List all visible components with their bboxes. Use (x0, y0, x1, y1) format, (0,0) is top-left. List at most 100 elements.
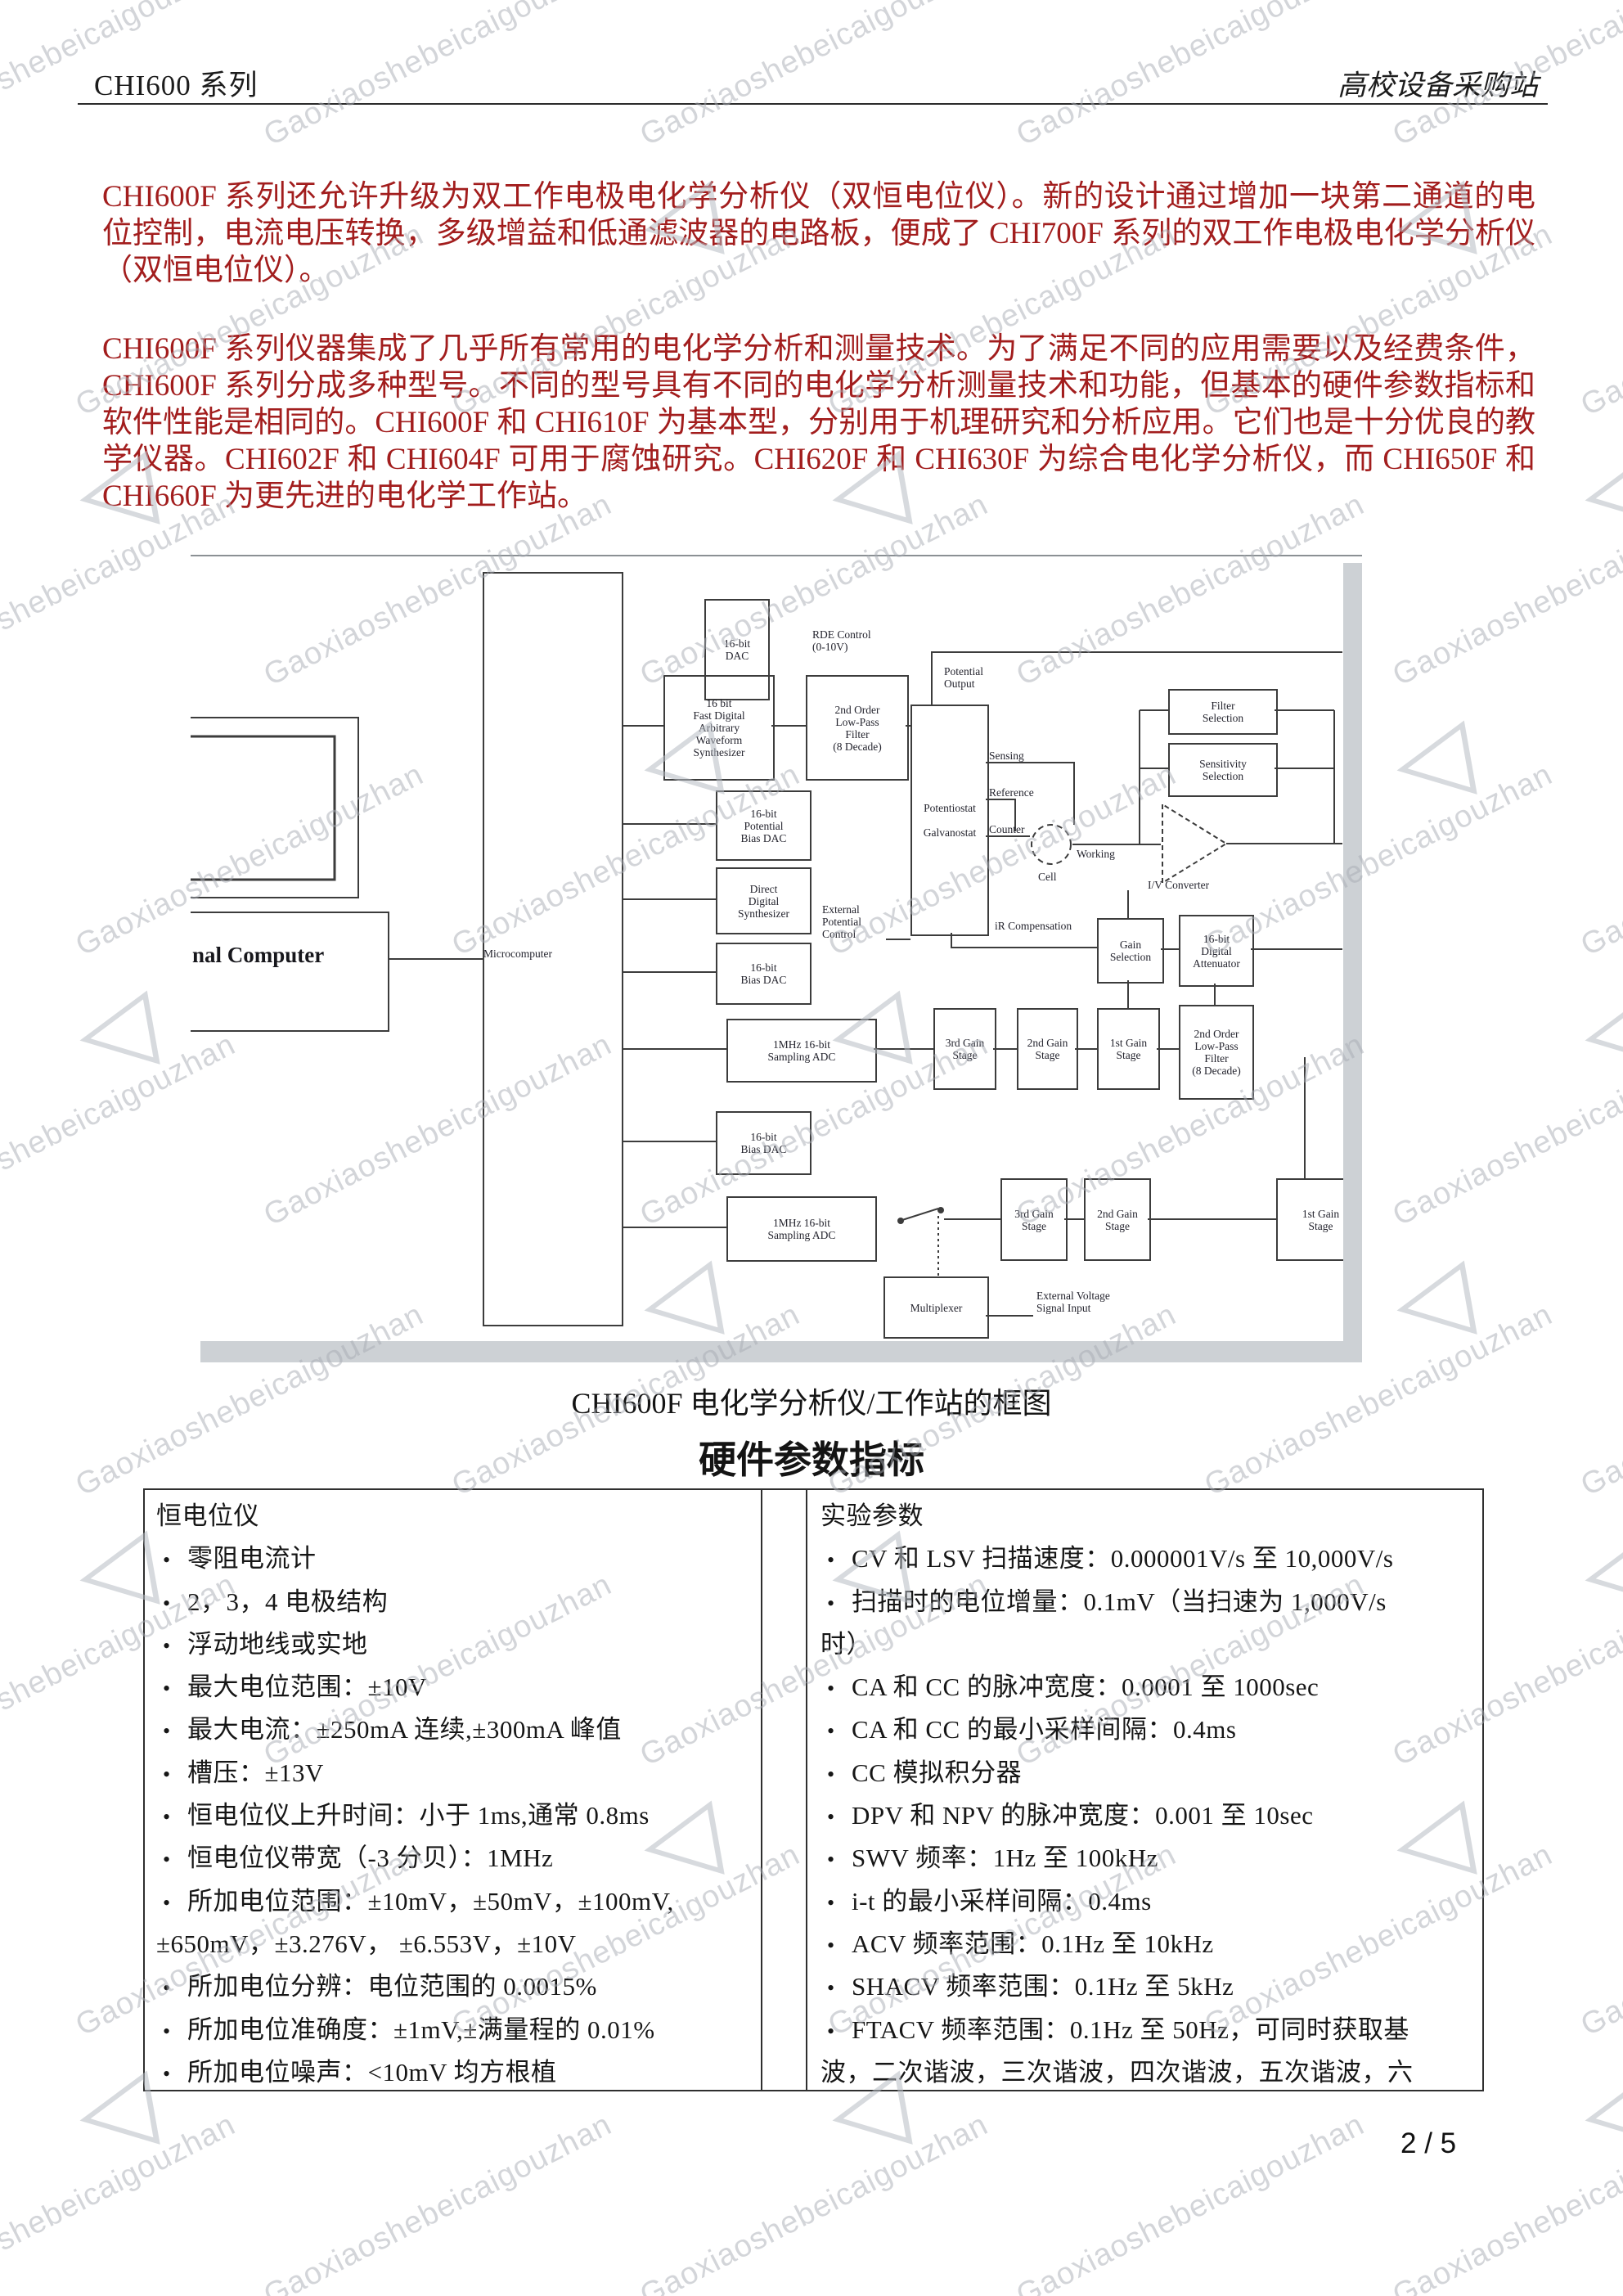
bullet-icon: • (827, 1548, 835, 1573)
watermark-triangle-icon: ◁ (1573, 2044, 1623, 2169)
diagram-text-line: (8 Decade) (833, 740, 882, 753)
diagram-text-line: External (822, 903, 860, 916)
diagram-text-line: Galvanostat (923, 826, 977, 839)
diagram-text-line: Bias DAC (740, 1143, 787, 1155)
bullet-icon: • (827, 1591, 835, 1615)
diagram-text-line: 1st Gain (1302, 1207, 1340, 1220)
watermark-triangle-icon: ◁ (1574, 0, 1623, 9)
watermark-triangle-icon: ◁ (1385, 694, 1480, 819)
table-row: • CA 和 CC 的最小采样间隔：0.4ms (809, 1708, 1481, 1751)
diagram-text-line: Sensitivity (1199, 758, 1247, 770)
table-row: •i-t 的最小采样间隔：0.4ms (809, 1880, 1481, 1923)
table-cell-text: 零阻电流计 (187, 1544, 317, 1573)
diagram-text-line: 16-bit (750, 961, 777, 974)
diagram-label-microcomputer: Microcomputer (483, 948, 552, 960)
table-cell-text: 所加电位范围：±10mV，±50mV，±100mV, (187, 1886, 674, 1916)
table-row: • 所加电位分辨：电位范围的 0.0015% (145, 1965, 761, 2008)
section-title: 硬件参数指标 (699, 1439, 924, 1481)
diagram-text-line: Stage (1308, 1219, 1333, 1232)
bullet-icon: • (163, 1591, 171, 1615)
diagram-text-line: RDE Control (812, 628, 871, 641)
table-cell-text: SHACV 频率范围：0.1Hz 至 5kHz (852, 1972, 1234, 2001)
diagram-text-line: 16-bit (750, 1131, 777, 1143)
bullet-icon: • (827, 1719, 835, 1744)
diagram-text-line: Stage (1105, 1219, 1130, 1232)
table-cell-text: CA 和 CC 的最小采样间隔：0.4ms (852, 1715, 1237, 1745)
hardware-spec-table: 恒电位仪•零阻电流计•2，3，4 电极结构•浮动地线或实地•最大电位范围：±10… (143, 1488, 1484, 2091)
diagram-text-line: Direct (749, 882, 778, 895)
watermark-text: Gaoxiaoshebeicaigouzhan (1575, 757, 1623, 963)
table-row: •SHACV 频率范围：0.1Hz 至 5kHz (809, 1965, 1481, 2008)
watermark-triangle-icon: ◁ (1573, 964, 1623, 1089)
diagram-text-line: 16-bit (750, 807, 777, 820)
diagram-text-line: Synthesizer (693, 746, 745, 759)
bullet-icon: • (163, 1976, 171, 2001)
diagram-text-line: Low-Pass (835, 715, 879, 728)
diagram-text-line: DAC (725, 650, 749, 662)
table-cell-text: DPV 和 NPV 的脉冲宽度：0.001 至 10sec (852, 1801, 1314, 1830)
diagram-text-line: Potential (744, 819, 784, 832)
table-cell-text: 扫描时的电位增量：0.1mV（当扫速为 1,000V/s (852, 1587, 1387, 1616)
diagram-text-line: Selection (1202, 712, 1244, 724)
table-row: •恒电位仪带宽（-3 分贝）：1MHz (145, 1837, 761, 1880)
watermark-text: Gaoxiaoshebeicaigouzhan (1575, 1837, 1623, 2043)
diagram-text-line: Potential (944, 665, 983, 678)
bullet-icon: • (163, 1805, 171, 1830)
diagram-text-line: (8 Decade) (1192, 1065, 1241, 1077)
bullet-icon: • (163, 1762, 171, 1786)
diagram-text-line: Stage (1022, 1219, 1046, 1232)
header-site: 高校设备采购站 (1337, 70, 1538, 101)
diagram-text-line: iR Compensation (995, 920, 1072, 932)
table-cell-text: 所加电位分辨：电位范围的 0.0015% (187, 1972, 597, 2001)
diagram-text-line: Selection (1109, 951, 1152, 963)
diagram-text-line: External Voltage (1036, 1290, 1110, 1302)
table-row: • CV 和 LSV 扫描速度：0.000001V/s 至 10,000V/s (809, 1537, 1481, 1580)
table-row: •CA 和 CC 的脉冲宽度：0.0001 至 1000sec (809, 1666, 1481, 1708)
diagram-text-line: Fast Digital (693, 709, 745, 722)
watermark-text: Gaoxiaoshebeicaigouzhan (258, 0, 618, 153)
diagram-text-line: 16-bit (723, 637, 751, 650)
figure-caption: CHI600F 电化学分析仪/工作站的框图 (571, 1387, 1052, 1420)
bullet-icon: • (163, 1633, 171, 1658)
table-cell-text: 槽压：±13V (187, 1758, 324, 1787)
diagram-text-line: Filter (845, 727, 870, 741)
table-cell-text: 所加电位准确度：±1mV,±满量程的 0.01% (187, 2015, 655, 2044)
table-divider-2 (806, 1490, 807, 2090)
diagram-text-line: Filter (1211, 700, 1235, 712)
diagram-text-line: Sensing (989, 750, 1024, 762)
diagram-text-line: Filter (1204, 1052, 1229, 1065)
diagram-text-line: 1st Gain (1109, 1037, 1148, 1049)
watermark-text: Gaoxiaoshebeicaigouzhan (1010, 0, 1370, 153)
bullet-icon: • (163, 2061, 171, 2086)
diagram-text-line: Gain (1119, 939, 1142, 951)
table-row: •CC 模拟积分器 (809, 1752, 1481, 1794)
diagram-label-cell: Cell (1038, 871, 1057, 883)
table-row: 波，二次谐波，三次谐波，四次谐波，五次谐波，六 (809, 2051, 1481, 2090)
table-row: •FTACV 频率范围：0.1Hz 至 50Hz，可同时获取基 (809, 2009, 1481, 2051)
watermark-triangle-icon: ◁ (1573, 424, 1623, 549)
diagram-label-sensing: Sensing (989, 750, 1024, 762)
diagram-text-line: 16-bit (1203, 932, 1230, 945)
header-rule (78, 103, 1548, 105)
diagram-label-ir-compensation: iR Compensation (995, 920, 1072, 932)
diagram-label-working: Working (1077, 848, 1115, 860)
diagram-text-line: Multiplexer (910, 1301, 963, 1314)
diagram-label-counter: Counter (989, 823, 1025, 835)
table-row: • 扫描时的电位增量：0.1mV（当扫速为 1,000V/s (809, 1581, 1481, 1623)
table-cell-text: 最大电位范围：±10V (187, 1672, 427, 1702)
diagram-text-line: 16 bit (706, 697, 732, 709)
table-cell-text: CV 和 LSV 扫描速度：0.000001V/s 至 10,000V/s (852, 1544, 1394, 1573)
diagram-text-line (948, 814, 951, 826)
watermark-text: Gaoxiaoshebeicaigouzhan (1387, 487, 1623, 693)
diagram-text-line: 3rd Gain (1014, 1207, 1054, 1220)
